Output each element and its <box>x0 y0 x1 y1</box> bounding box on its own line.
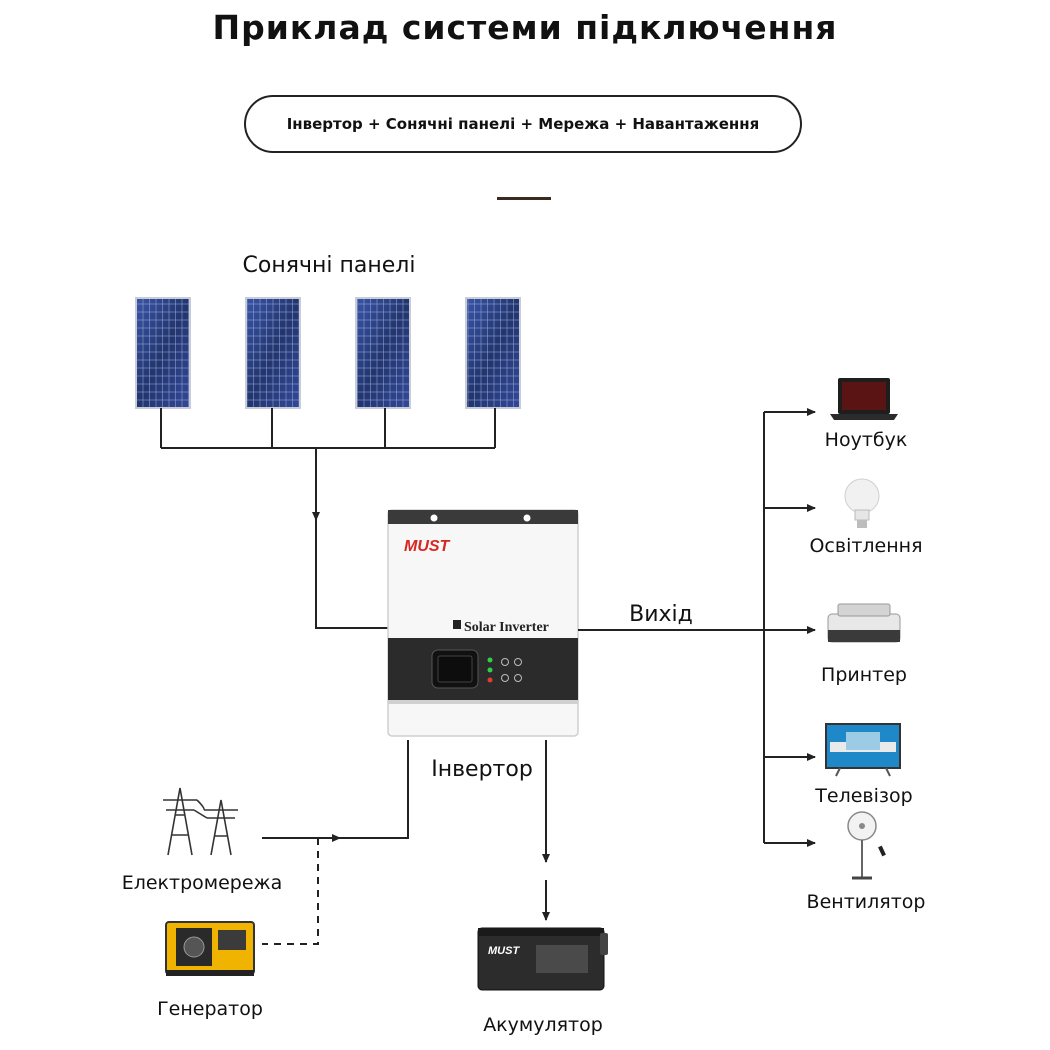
load-label-tv: Телевізор <box>815 785 913 807</box>
generator-label: Генератор <box>157 998 263 1020</box>
load-label-lighting: Освітлення <box>809 535 923 557</box>
load-label-printer: Принтер <box>821 664 907 686</box>
solar-panels-label: Сонячні панелі <box>242 253 416 278</box>
system-subtitle-pill: Інвертор + Сонячні панелі + Мережа + Нав… <box>244 95 802 153</box>
load-label-fan: Вентилятор <box>806 891 926 913</box>
printer-icon <box>827 603 901 643</box>
battery-brand-logo: MUST <box>488 945 520 957</box>
solar-panel-3 <box>355 297 411 409</box>
generator-icon <box>165 921 255 976</box>
fan-icon <box>847 811 886 880</box>
inverter-device: MUST Solar Inverter <box>387 509 579 737</box>
tv-icon <box>825 723 901 777</box>
solar-panel-2 <box>245 297 301 409</box>
title-divider <box>497 197 551 200</box>
light-bulb-icon <box>844 478 880 528</box>
load-label-laptop: Ноутбук <box>824 429 908 451</box>
output-wiring <box>578 408 816 847</box>
solar-panel-4 <box>465 297 521 409</box>
power-tower-icon <box>163 787 238 856</box>
output-label: Вихід <box>629 602 693 627</box>
grid-label: Електромережа <box>121 872 283 894</box>
battery-label: Акумулятор <box>483 1014 603 1036</box>
inverter-model-label: Solar Inverter <box>464 620 549 635</box>
inverter-label: Інвертор <box>431 757 533 782</box>
battery-icon: MUST <box>477 927 608 991</box>
panel-wiring <box>160 408 496 629</box>
laptop-icon <box>830 378 898 420</box>
page-title: Приклад системи підключення <box>212 8 838 47</box>
grid-wiring <box>262 740 409 945</box>
solar-panel-1 <box>135 297 191 409</box>
inverter-brand-logo: MUST <box>404 538 451 555</box>
